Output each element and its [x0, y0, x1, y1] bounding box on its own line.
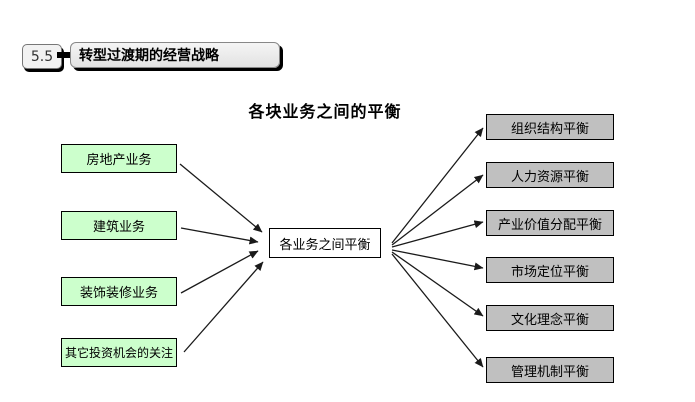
node-cultural-concept-balance: 文化理念平衡	[486, 305, 614, 331]
arrow-center-to-right-1	[391, 174, 484, 246]
node-organizational-structure-balance: 组织结构平衡	[486, 114, 614, 140]
node-industry-value-distribution-balance: 产业价值分配平衡	[486, 210, 614, 236]
arrow-left-3-to-center	[183, 261, 264, 353]
section-number-box: 5.5	[22, 44, 62, 69]
node-other-investment-opportunities: 其它投资机会的关注	[61, 338, 177, 367]
diagram-title: 各块业务之间的平衡	[248, 102, 402, 121]
node-real-estate-business: 房地产业务	[61, 144, 177, 173]
arrow-center-to-right-2	[391, 220, 484, 248]
node-management-mechanism-balance: 管理机制平衡	[486, 357, 614, 383]
node-construction-business: 建筑业务	[61, 211, 177, 240]
section-title-bar: 转型过渡期的经营战略	[70, 42, 280, 68]
node-decoration-business: 装饰装修业务	[61, 277, 177, 306]
arrow-center-to-right-3	[391, 249, 484, 271]
arrow-center-to-right-5	[391, 253, 484, 368]
arrow-left-1-to-center	[180, 227, 259, 245]
arrow-center-to-right-4	[391, 251, 484, 317]
arrow-center-to-right-0	[391, 127, 484, 244]
node-balance-between-businesses: 各业务之间平衡	[269, 228, 381, 258]
arrow-left-0-to-center	[179, 163, 263, 233]
node-human-resources-balance: 人力资源平衡	[486, 162, 614, 188]
arrow-left-2-to-center	[180, 250, 259, 294]
node-market-positioning-balance: 市场定位平衡	[486, 257, 614, 283]
